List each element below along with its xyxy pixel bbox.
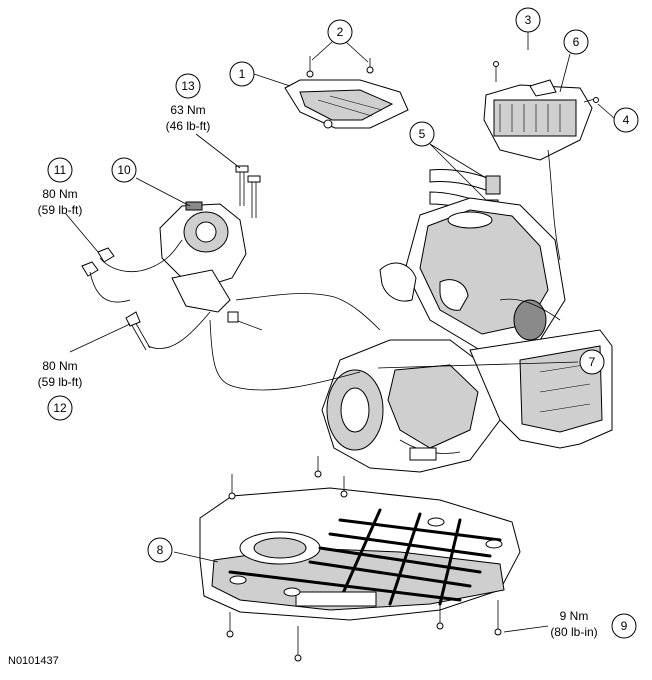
callout-4: 4	[613, 107, 639, 133]
callout-3-number: 3	[525, 13, 532, 27]
splash-shield	[199, 487, 521, 621]
callout-5-number: 5	[419, 127, 426, 141]
callout-9: 9 9 Nm (80 lb-in)	[550, 609, 637, 639]
transaxle	[321, 339, 501, 473]
callout-9-torque-metric: 9 Nm	[560, 609, 589, 623]
fuse-box-screw	[583, 97, 599, 103]
callout-11-torque-metric: 80 Nm	[42, 187, 77, 201]
callout-2: 2	[327, 19, 353, 45]
engine-block	[379, 197, 566, 351]
callout-13: 13 63 Nm (46 lb-ft)	[166, 73, 211, 133]
callout-11: 11 80 Nm (59 lb-ft)	[38, 157, 83, 217]
callout-11-number: 11	[54, 163, 67, 177]
callout-1-number: 1	[239, 67, 246, 81]
callout-6: 6	[563, 29, 589, 55]
mount-lower-bolt	[125, 311, 263, 351]
callout-4-number: 4	[623, 113, 630, 127]
callout-12-number: 12	[53, 401, 67, 415]
callout-8: 8	[147, 537, 173, 563]
callout-7-number: 7	[589, 355, 596, 369]
mount-nuts	[81, 247, 115, 277]
callout-13-torque-metric: 63 Nm	[170, 103, 205, 117]
callout-1: 1	[229, 61, 255, 87]
callout-5: 5	[409, 121, 435, 147]
callout-13-number: 13	[181, 79, 195, 93]
callout-9-number: 9	[621, 619, 628, 633]
shield-fasteners	[226, 456, 502, 662]
engine-mount	[159, 201, 247, 313]
callout-10-number: 10	[117, 163, 131, 177]
callout-2-number: 2	[337, 25, 344, 39]
callout-9-torque-imperial: (80 lb-in)	[550, 625, 597, 639]
mount-through-bolts	[235, 165, 261, 218]
bracket-bolts	[306, 56, 374, 78]
assembly-path-lines	[89, 239, 381, 391]
figure-id: N0101437	[8, 655, 59, 667]
callout-11-torque-imperial: (59 lb-ft)	[38, 203, 83, 217]
callout-10: 10	[111, 157, 137, 183]
callout-7: 7	[579, 349, 605, 375]
fuse-box	[483, 61, 593, 161]
callout-12: 80 Nm (59 lb-ft) 12	[38, 359, 83, 421]
callout-6-number: 6	[573, 35, 580, 49]
module-bracket	[284, 79, 409, 129]
leader-lines	[65, 32, 615, 633]
callout-12-torque-metric: 80 Nm	[42, 359, 77, 373]
callout-3: 3	[515, 7, 541, 33]
callout-12-torque-imperial: (59 lb-ft)	[38, 375, 83, 389]
callout-13-torque-imperial: (46 lb-ft)	[166, 119, 211, 133]
callout-8-number: 8	[157, 543, 164, 557]
